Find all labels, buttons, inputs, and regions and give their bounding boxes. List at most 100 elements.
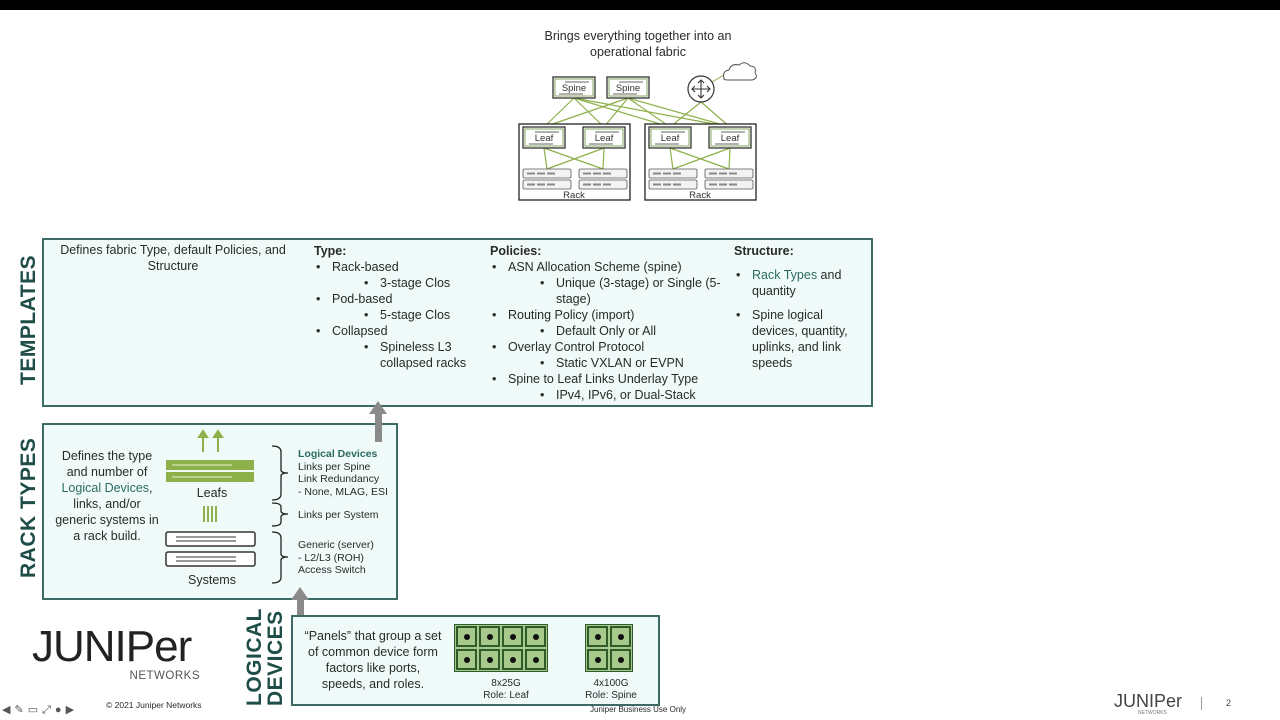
logical-devices-description: “Panels” that group a set of common devi…	[304, 629, 442, 691]
server-icon	[522, 179, 572, 190]
leaf-switch-label: Leaf	[595, 133, 614, 144]
leaf-switch-inner	[650, 128, 690, 147]
port-icon	[586, 648, 609, 671]
port-icon	[501, 625, 524, 648]
leaf-server-link	[543, 147, 548, 170]
spine-switch-label: Spine	[562, 83, 586, 94]
type-heading: Type:	[314, 244, 347, 258]
forward-icon[interactable]: ▶	[65, 704, 75, 716]
rack-types-panel: Defines the type and number of Logical D…	[42, 423, 398, 600]
spine-switch-inner	[608, 78, 648, 97]
juniper-logo: JUNIPer NETWORKS	[32, 624, 212, 683]
type-list: Rack-based3-stage ClosPod-based5-stage C…	[314, 259, 484, 371]
up-arrow-head	[369, 401, 387, 414]
leaf-switch	[582, 126, 626, 149]
port-icon	[524, 648, 547, 671]
more-icon[interactable]: ●	[54, 704, 62, 716]
panel-speed: 8x25G	[491, 678, 521, 689]
spine-leaf-link	[627, 97, 671, 128]
spine-switch-label: Spine	[616, 83, 640, 94]
sub-bullet: Unique (3-stage) or Single (5-stage)	[490, 275, 730, 307]
leaf-server-link	[728, 147, 731, 170]
port-icon	[455, 648, 478, 671]
rack-label: Rack	[563, 190, 585, 201]
footer-divider	[1201, 697, 1202, 710]
templates-structure: Structure: Rack Types and quantity Spine…	[734, 243, 859, 371]
pen-icon[interactable]: ✎	[14, 704, 24, 716]
fullscreen-icon[interactable]: ⤢	[42, 704, 51, 716]
bullet: Rack-based	[314, 259, 484, 275]
spine-leaf-link	[573, 97, 731, 128]
logical-devices-side-label: LOGICAL DEVICES	[243, 608, 287, 706]
rack	[518, 123, 631, 201]
leaf-switch	[522, 126, 566, 149]
rack-label: Rack	[689, 190, 711, 201]
page-number: 2	[1226, 698, 1232, 708]
leaf-switch	[708, 126, 752, 149]
server-icon	[578, 168, 628, 179]
up-arrow-device-to-rack	[297, 600, 304, 618]
logo-wordmark-small: JUNIPer	[1114, 691, 1183, 711]
server-icon	[648, 179, 698, 190]
side-label-line: DEVICES	[264, 610, 287, 706]
templates-panel: Defines fabric Type, default Policies, a…	[42, 238, 873, 407]
panel-role: Role: Leaf	[483, 690, 529, 701]
links-note: Links per System	[298, 509, 379, 521]
templates-policies: Policies: ASN Allocation Scheme (spine)U…	[490, 243, 730, 403]
port-icon	[524, 625, 547, 648]
port-icon	[609, 648, 632, 671]
system-notes: Generic (server) - L2/L3 (ROH) Access Sw…	[298, 539, 374, 577]
cloud-icon	[723, 62, 757, 81]
router-arrows	[691, 79, 711, 99]
sub-bullet: 3-stage Clos	[314, 275, 484, 291]
leaf-server-link	[543, 147, 604, 170]
player-controls: ◀✎▭⤢●▶	[2, 704, 74, 716]
captions-icon[interactable]: ▭	[27, 704, 39, 716]
spine-leaf-link	[543, 97, 629, 128]
spine-switch-inner	[554, 78, 594, 97]
desc-text: Defines the type and number of	[61, 449, 153, 479]
templates-intro: Defines fabric Type, default Policies, a…	[60, 243, 286, 273]
system-note: Access Switch	[298, 564, 366, 576]
leaf-note: - None, MLAG, ESI	[298, 485, 388, 498]
leaf-switch-label: Leaf	[661, 133, 680, 144]
systems-label: Systems	[188, 573, 236, 587]
leaf-server-link	[602, 147, 605, 170]
port-icon	[501, 648, 524, 671]
bullet: ASN Allocation Scheme (spine)	[490, 259, 730, 275]
side-label-line: LOGICAL	[243, 608, 266, 706]
server-icon	[522, 168, 572, 179]
leaf-switch-label: Leaf	[721, 133, 740, 144]
classification-label: Juniper Business Use Only	[590, 705, 687, 714]
port-panel	[454, 624, 548, 672]
up-arrow-rack-to-template	[375, 414, 382, 442]
system-note: - L2/L3 (ROH)	[298, 551, 364, 564]
leaf-note: Links per Spine	[298, 460, 371, 473]
rack-types-side-label: RACK TYPES	[17, 437, 40, 578]
port-icon	[478, 625, 501, 648]
leaf-switch-inner	[524, 128, 564, 147]
bullet: Collapsed	[314, 323, 484, 339]
bullet: Routing Policy (import)	[490, 307, 730, 323]
leaf-switch-inner	[710, 128, 750, 147]
server-icon	[704, 179, 754, 190]
leaf-notes: Logical Devices Links per Spine Link Red…	[298, 448, 388, 498]
rack-types-description: Defines the type and number of Logical D…	[54, 448, 160, 544]
templates-side-label: TEMPLATES	[17, 254, 40, 385]
up-arrow-head	[291, 587, 309, 600]
bullet: Pod-based	[314, 291, 484, 307]
leaf-server-link	[669, 147, 730, 170]
port-icon	[455, 625, 478, 648]
fabric-caption: Brings everything together into an opera…	[544, 29, 732, 59]
structure-item: Spine logical devices, quantity, uplinks…	[734, 307, 859, 371]
port-icon	[609, 625, 632, 648]
footer-logo-small: JUNIPer NETWORKS	[1114, 692, 1194, 716]
sub-bullet: 5-stage Clos	[314, 307, 484, 323]
top-bar	[0, 0, 1280, 10]
leaf-server-link	[669, 147, 674, 170]
router-icon	[687, 75, 715, 103]
bullet: Overlay Control Protocol	[490, 339, 730, 355]
back-icon[interactable]: ◀	[2, 704, 11, 716]
